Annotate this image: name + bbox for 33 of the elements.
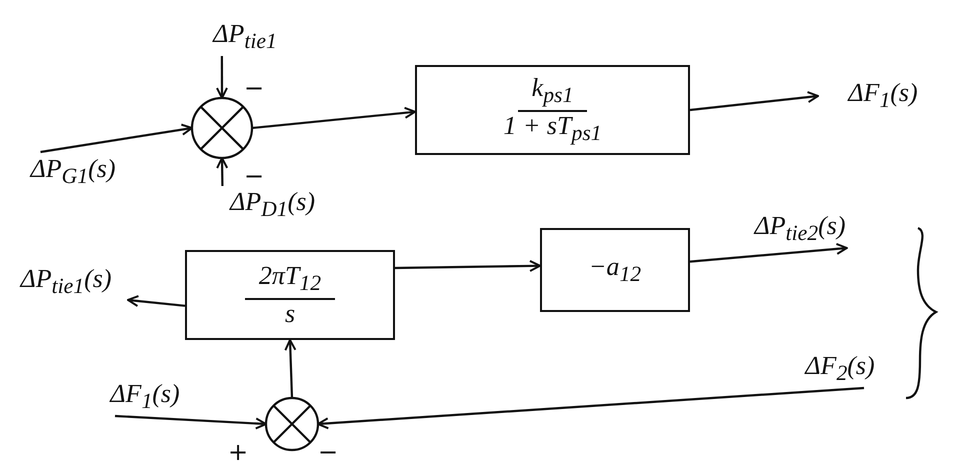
gain-text: −a$_{12}$ bbox=[588, 252, 642, 287]
signal-label: ΔF$_{1}$(s) bbox=[85, 378, 205, 416]
numerator: k$_{ps1}$ bbox=[518, 74, 588, 112]
denominator: 1 + sT$_{ps1}$ bbox=[503, 112, 602, 146]
sign-label: − bbox=[318, 440, 338, 461]
signal-label: ΔP$_{tie1}$(s) bbox=[4, 262, 128, 302]
signal-label: ΔP$_{G1}$(s) bbox=[8, 152, 138, 192]
arrow bbox=[127, 295, 186, 307]
signal-label: ΔF$_{1}$(s) bbox=[818, 76, 948, 116]
summing-junction bbox=[190, 96, 254, 160]
transfer-function-block bbox=[185, 250, 395, 340]
arrow bbox=[394, 260, 541, 272]
transfer-function-block bbox=[540, 228, 690, 312]
arrow bbox=[284, 339, 296, 398]
transfer-function-block bbox=[415, 65, 690, 155]
arrow bbox=[690, 242, 848, 263]
denominator: s bbox=[284, 300, 296, 328]
arrow bbox=[252, 106, 416, 130]
arrow bbox=[40, 124, 193, 154]
sign-label: − bbox=[244, 164, 264, 188]
arrow bbox=[317, 386, 864, 430]
arrow bbox=[690, 91, 819, 112]
signal-label: ΔP$_{tie2}$(s) bbox=[722, 210, 878, 248]
arrow bbox=[114, 414, 267, 430]
sign-label: − bbox=[244, 76, 264, 100]
summing-junction bbox=[264, 396, 320, 452]
signal-label: ΔP$_{D1}$(s) bbox=[214, 186, 354, 224]
signal-label: ΔF$_{2}$(s) bbox=[780, 350, 900, 388]
signal-label: ΔP$_{tie1}$ bbox=[190, 18, 300, 56]
arrow bbox=[216, 157, 228, 186]
numerator: 2πT$_{12}$ bbox=[244, 262, 336, 300]
sign-label: + bbox=[228, 440, 248, 461]
arrow bbox=[216, 56, 228, 99]
